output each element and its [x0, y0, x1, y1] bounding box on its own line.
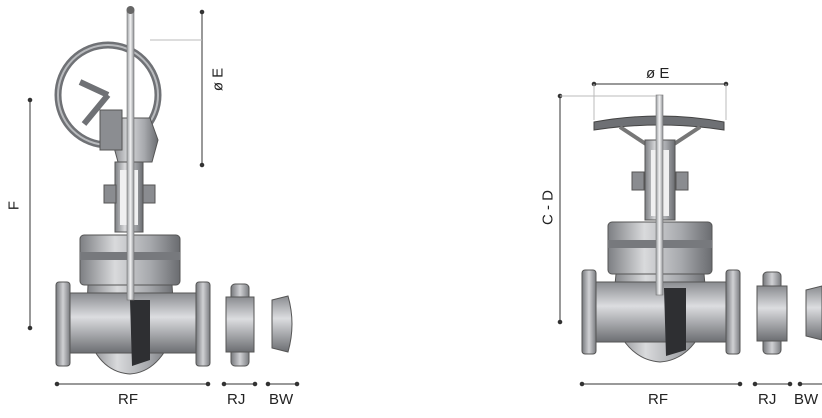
left-dim-f-label: F — [5, 200, 23, 211]
left-bw-end — [271, 295, 293, 353]
left-rf-label: RF — [118, 391, 138, 408]
right-rj-label: RJ — [758, 391, 777, 408]
right-dim-cd-label: C - D — [539, 190, 557, 225]
right-dim-e-label: ø E — [646, 65, 670, 82]
left-bw-label: BW — [269, 391, 294, 408]
left-rj-label: RJ — [227, 391, 246, 408]
left-flange-outlet — [195, 281, 211, 367]
left-dimension-lines — [27, 9, 300, 387]
right-bw-label: BW — [794, 391, 819, 408]
left-valve — [54, 6, 211, 375]
right-valve — [581, 94, 741, 363]
right-flange-inlet — [581, 269, 597, 355]
right-bw-end — [805, 285, 822, 341]
right-rf-label: RF — [648, 391, 668, 408]
right-rj-flange — [756, 271, 788, 355]
right-flange-outlet — [725, 269, 741, 355]
left-flange-inlet — [55, 281, 71, 367]
right-dimension-lines — [557, 81, 822, 387]
left-stem — [126, 9, 135, 301]
left-dim-e-label: ø E — [209, 67, 227, 92]
left-rj-flange — [225, 283, 255, 367]
right-stem — [655, 94, 664, 296]
